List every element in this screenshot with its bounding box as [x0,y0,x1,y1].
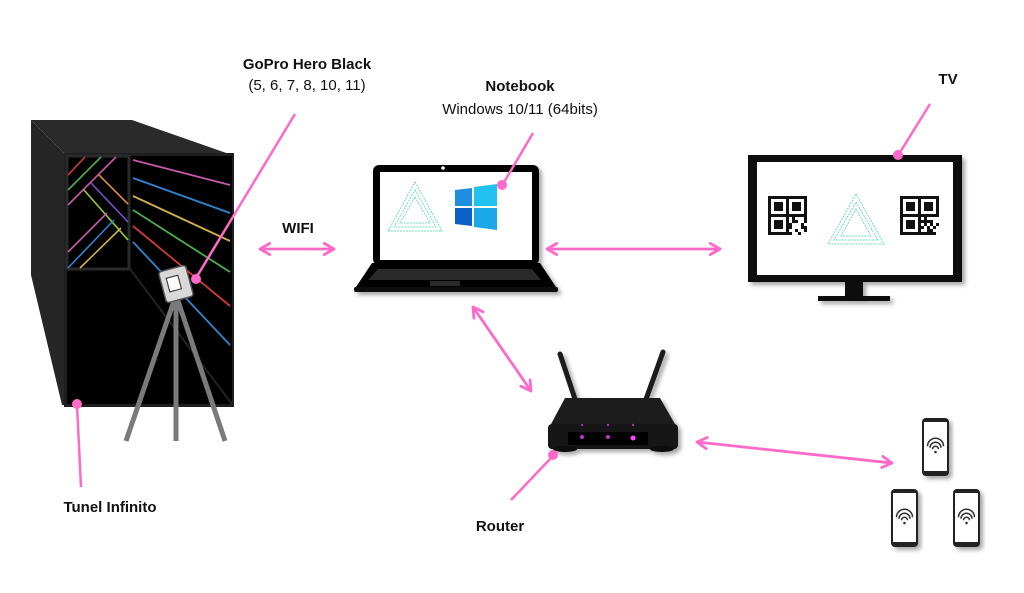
arrow-notebook-router [471,305,533,393]
tunnel-side-face [31,120,66,405]
wifi-icon [926,437,945,454]
smartphone-icon [953,489,980,547]
light-line [67,156,86,176]
light-line [67,212,108,253]
arrow-router-phones [695,436,894,469]
router-label: Router [475,518,525,535]
light-line [132,177,231,214]
light-line [98,174,129,205]
notebook-sublabel: Windows 10/11 (64bits) [442,101,598,118]
gopro-sublabel: (5, 6, 7, 8, 10, 11) [248,77,366,94]
tunnel-light-lines [67,156,231,346]
qr-code-icon [900,196,939,235]
notebook-icon [354,165,558,292]
callout-dot [191,274,201,284]
light-line [132,159,231,186]
callout-dot [497,180,507,190]
windows-logo-icon [455,184,497,230]
wifi-icon [895,508,914,525]
light-line [132,209,231,273]
smartphone-icon [891,489,918,547]
tunnel-top-face [31,120,232,155]
callout-gopro [194,113,297,279]
wifi-label: WIFI [282,220,314,237]
callout-tunnel [75,404,83,488]
callout-router [510,456,553,501]
wifi-icon [957,508,976,525]
tripod [123,294,228,442]
callout-tv [897,103,932,155]
light-line [132,195,231,242]
triangle-logo-icon [387,180,443,232]
gopro-camera-icon [158,264,194,304]
light-line [79,227,122,269]
smartphone-icon [922,418,949,476]
tunnel-label: Tunel Infinito [63,499,157,516]
notebook-label: Notebook [485,78,555,95]
callout-notebook [501,132,535,185]
light-line [90,182,129,223]
qr-code-icon [768,196,807,235]
tunnel-perspective-edge [129,268,233,405]
callout-lines [72,103,932,501]
callout-dot [548,450,558,460]
light-line [67,219,115,269]
tv-label: TV [938,71,958,88]
callout-dot [72,399,82,409]
triangle-logo-icon [827,192,885,245]
gopro-label: GoPro Hero Black [242,56,372,73]
callout-dot [893,150,903,160]
connection-arrows [258,242,894,469]
router-icon [548,349,678,452]
tunnel-box [31,120,234,407]
light-line [67,156,117,206]
light-line [67,156,102,191]
